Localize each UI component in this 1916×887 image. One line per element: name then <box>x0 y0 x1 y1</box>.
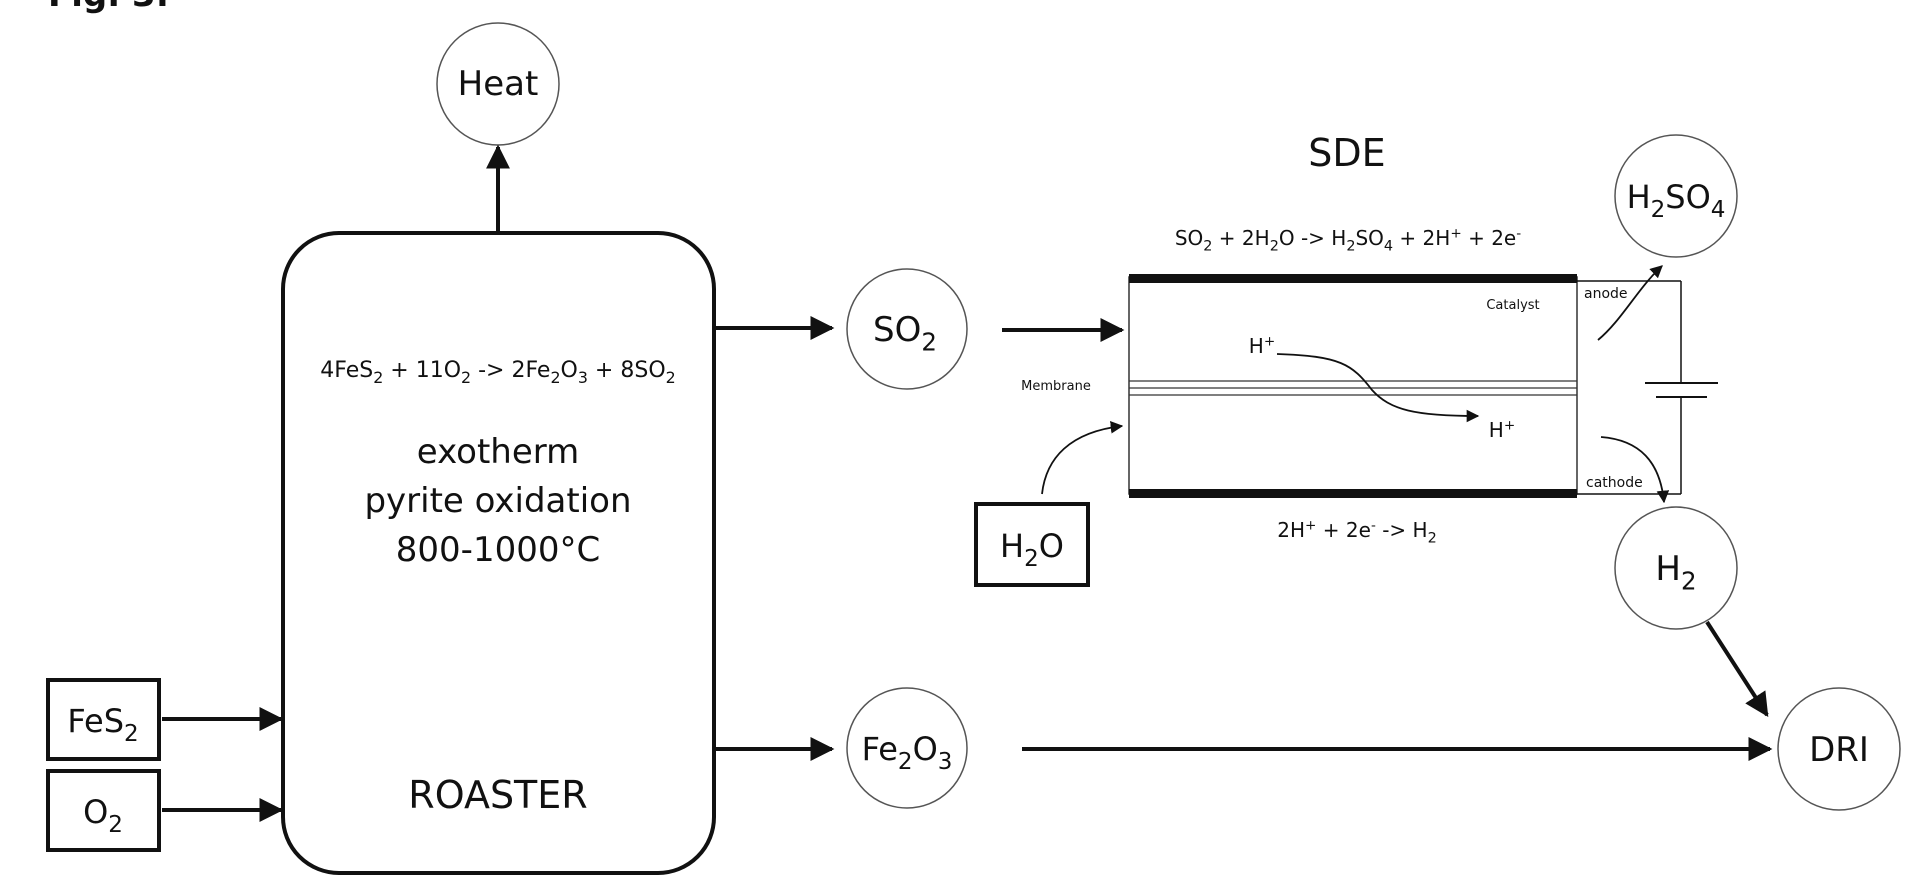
formula-segment: + 2H <box>1212 226 1269 250</box>
formula-segment: + <box>1450 225 1461 241</box>
formula-segment: 2H <box>1277 518 1305 542</box>
formula-segment: 3 <box>938 749 953 775</box>
roaster-name: ROASTER <box>408 773 587 817</box>
formula-segment: O <box>561 358 578 383</box>
formula-segment: H <box>1000 527 1024 565</box>
membrane-label: Membrane <box>1021 379 1091 394</box>
formula-segment: + <box>1504 417 1515 433</box>
roaster-line-pyrite-oxidation: pyrite oxidation <box>364 481 631 521</box>
formula-segment: O <box>913 730 938 768</box>
formula-segment: -> 2Fe <box>471 358 550 383</box>
figure-label: Fig. 3: <box>48 0 169 15</box>
formula-segment: 2 <box>550 368 560 387</box>
sde-cathode-reaction: 2H+ + 2e- -> H2 <box>1277 517 1436 546</box>
formula-segment: O <box>1039 527 1064 565</box>
formula-segment: 4 <box>1384 239 1393 255</box>
formula-segment: FeS <box>67 702 124 740</box>
roaster-line-temperature: 800-1000°C <box>396 530 600 570</box>
cathode-label: cathode <box>1586 475 1643 491</box>
formula-segment: - <box>1516 225 1521 241</box>
formula-segment: 2 <box>1270 239 1279 255</box>
formula-segment: 4FeS <box>320 358 373 383</box>
formula-segment: 2 <box>461 368 471 387</box>
formula-segment: + <box>1264 333 1275 349</box>
arrow-anode-to-h2so4 <box>1598 266 1662 340</box>
anode-label: anode <box>1584 286 1628 302</box>
sde-title: SDE <box>1308 131 1385 175</box>
formula-segment: + 2e <box>1462 226 1517 250</box>
formula-segment: + 2H <box>1393 226 1450 250</box>
arrow-h2-to-dri <box>1707 622 1767 715</box>
formula-segment: 2 <box>898 749 913 775</box>
formula-segment: H <box>1489 418 1504 442</box>
formula-segment: 2 <box>1024 546 1039 572</box>
formula-segment: 2 <box>1651 197 1666 223</box>
formula-segment: 2 <box>108 812 123 838</box>
formula-segment: + 8SO <box>588 358 666 383</box>
cathode-electrode <box>1129 489 1577 498</box>
heat-label: Heat <box>458 64 539 104</box>
formula-segment: 2 <box>1428 531 1437 547</box>
formula-segment: 2 <box>1203 239 1212 255</box>
formula-segment: Fe <box>862 730 898 768</box>
formula-segment: 2 <box>1681 567 1697 596</box>
formula-segment: O -> H <box>1279 226 1346 250</box>
anode-electrode <box>1129 274 1577 283</box>
roaster-line-exotherm: exotherm <box>417 432 580 472</box>
dri-label: DRI <box>1809 730 1869 770</box>
formula-segment: + <box>1305 517 1316 533</box>
formula-segment: H <box>1249 334 1264 358</box>
formula-segment: + 2e <box>1316 518 1371 542</box>
formula-segment: SO <box>1665 178 1711 216</box>
formula-segment: 2 <box>373 368 383 387</box>
formula-segment: 2 <box>1346 239 1355 255</box>
formula-segment: 4 <box>1711 197 1726 223</box>
formula-segment: 3 <box>578 368 588 387</box>
formula-segment: SO <box>873 310 921 350</box>
formula-segment: H <box>1655 549 1681 589</box>
arrow-h2o-to-sde <box>1042 426 1122 494</box>
formula-segment: O <box>83 793 108 831</box>
formula-segment: H <box>1627 178 1651 216</box>
arrow-cathode-to-h2 <box>1601 437 1664 502</box>
formula-segment: 2 <box>124 721 139 747</box>
formula-segment: 2 <box>666 368 676 387</box>
sde-anode-reaction: SO2 + 2H2O -> H2SO4 + 2H+ + 2e- <box>1175 225 1521 254</box>
formula-segment: + 11O <box>383 358 461 383</box>
formula-segment: 2 <box>921 328 937 357</box>
h2o-input-box <box>976 504 1088 585</box>
catalyst-label: Catalyst <box>1486 298 1539 313</box>
formula-segment: -> H <box>1376 518 1428 542</box>
formula-segment: SO <box>1355 226 1383 250</box>
formula-segment: SO <box>1175 226 1203 250</box>
